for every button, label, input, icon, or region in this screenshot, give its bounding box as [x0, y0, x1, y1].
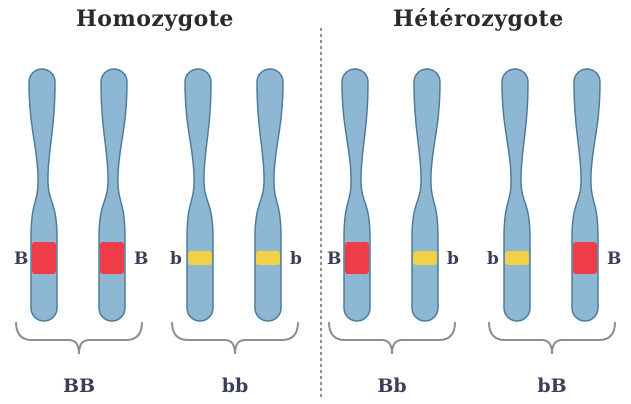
chromatid [99, 69, 127, 321]
allele-label: b [487, 249, 499, 269]
pair-brace [329, 322, 455, 354]
recessive-allele-band [256, 251, 280, 265]
allele-label: B [134, 249, 148, 269]
allele-label: B [607, 249, 621, 269]
genotype-label: BB [63, 375, 95, 397]
pair-brace [489, 322, 615, 354]
chromatid [572, 69, 600, 321]
dominant-allele-band [573, 242, 597, 274]
genotype-label: bb [222, 375, 249, 397]
allele-label: B [14, 249, 28, 269]
chromatid [255, 69, 283, 321]
allele-label: b [290, 249, 302, 269]
dominant-allele-band [345, 242, 369, 274]
allele-label: b [447, 249, 459, 269]
genotype-label: Bb [377, 375, 406, 397]
genotype-label: bB [537, 375, 566, 397]
dominant-allele-band [32, 242, 56, 274]
pair-brace [16, 322, 142, 354]
recessive-allele-band [188, 251, 212, 265]
chromatid [502, 69, 530, 321]
dominant-allele-band [100, 242, 124, 274]
allele-label: B [327, 249, 341, 269]
chromatid [29, 69, 57, 321]
allele-label: b [170, 249, 182, 269]
chromatid [342, 69, 370, 321]
pair-brace [172, 322, 298, 354]
chromatid [185, 69, 213, 321]
recessive-allele-band [505, 251, 529, 265]
recessive-allele-band [413, 251, 437, 265]
chromatid [412, 69, 440, 321]
